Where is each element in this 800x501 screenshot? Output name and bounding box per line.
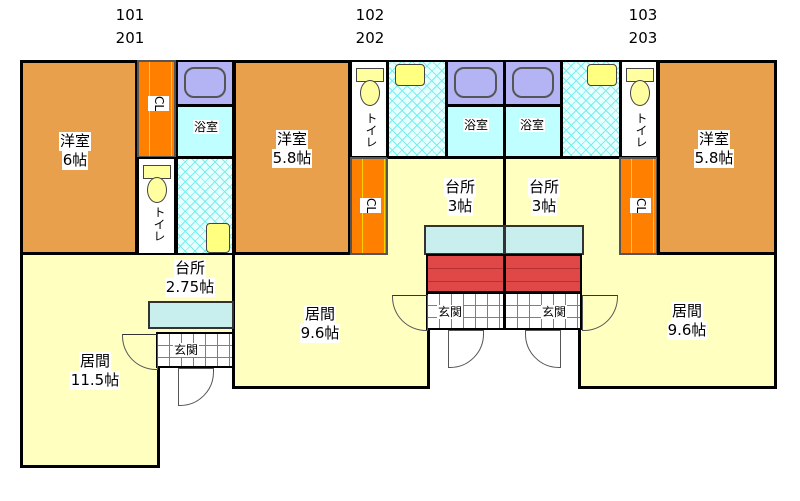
unit-2-bathtub [446, 60, 505, 106]
unit-2-bath-label: 浴室 [462, 118, 489, 132]
unit-2-washroom [387, 60, 447, 158]
unit-1-entry-door [178, 368, 214, 406]
unit-3-entrance [504, 292, 582, 330]
unit-2-closet-label: CL [360, 198, 381, 214]
unit-3-bathtub [504, 60, 562, 106]
unit-3-bath-label: 浴室 [518, 118, 545, 132]
unit-3-toilet-label: トイレ [630, 112, 651, 148]
unit-1-closet [137, 60, 176, 158]
unit-1-bathtub [176, 60, 234, 106]
unit-3-entrance-label: 玄関 [540, 305, 567, 319]
unit-2-kitchen-counter [424, 225, 505, 255]
unit-3-entrance-step [504, 254, 582, 293]
unit-3-entry-door [525, 330, 561, 368]
unit-1-bath-label: 浴室 [192, 120, 219, 134]
unit-2-entrance-label: 玄関 [436, 305, 463, 319]
unit-3-kitchen-counter [504, 225, 584, 255]
unit-2-toilet [350, 60, 388, 158]
unit-1-entrance-label: 玄関 [172, 343, 199, 357]
unit-1-washroom [176, 157, 234, 255]
unit-2-entrance-step [426, 254, 505, 293]
unit-2-toilet-label: トイレ [360, 112, 381, 148]
unit-1-closet-label: CL [148, 96, 169, 112]
unit-3-washroom [561, 60, 621, 158]
unit-1-kitchen-counter [148, 301, 234, 329]
unit-3-closet-label: CL [630, 198, 651, 214]
unit-2-entry-door [448, 330, 484, 368]
unit-1-toilet-label: トイレ [148, 206, 169, 242]
